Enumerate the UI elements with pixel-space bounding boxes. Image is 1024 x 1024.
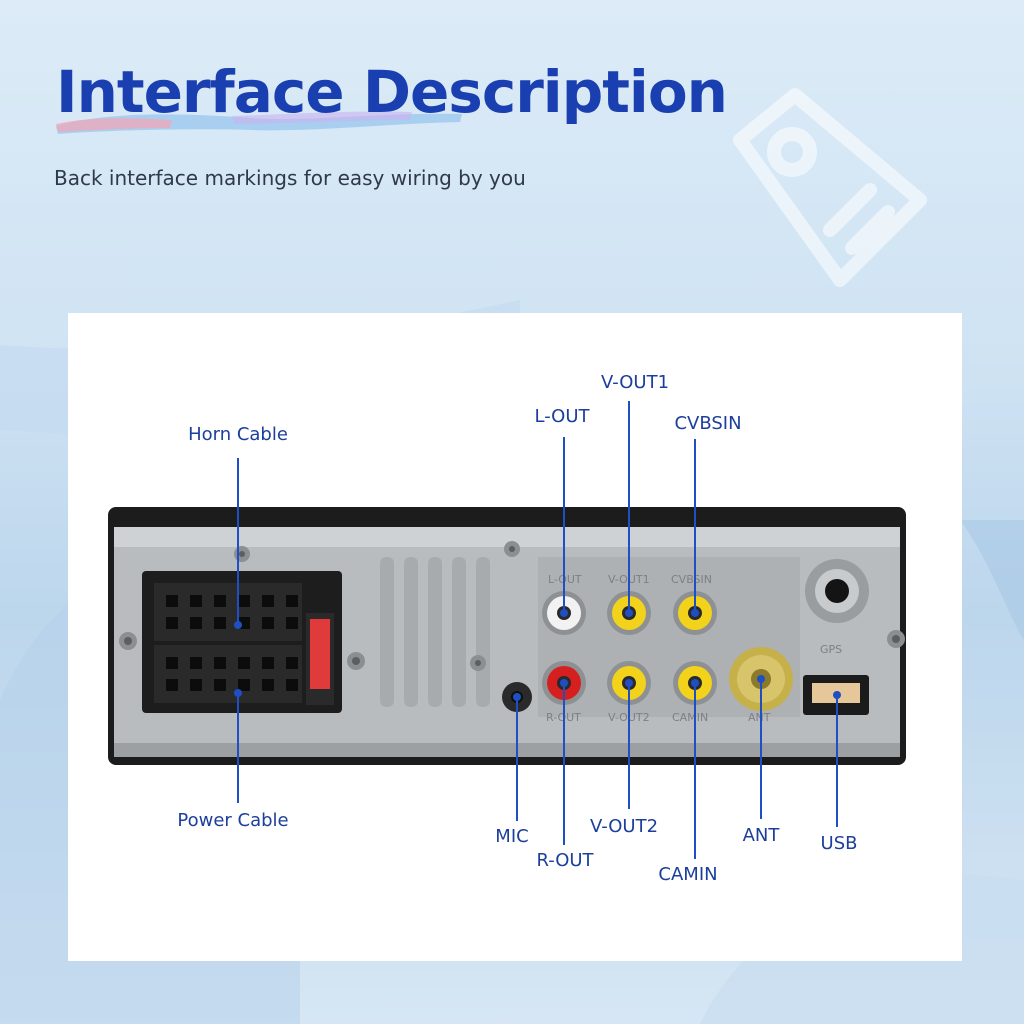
label-horn-cable: Horn Cable: [188, 424, 288, 445]
radio-back-panel: L-OUT V-OUT1 CVBSIN R-OUT V-OUT2 CAMIN A…: [108, 401, 906, 859]
label-v-out2: V-OUT2: [589, 816, 659, 837]
title-brush-stroke: [56, 111, 462, 134]
leader-lines: [234, 401, 841, 859]
silk-ant: ANT: [748, 711, 771, 724]
label-l-out: L-OUT: [534, 406, 590, 427]
device-diagram-panel: L-OUT V-OUT1 CVBSIN R-OUT V-OUT2 CAMIN A…: [68, 313, 962, 961]
label-usb: USB: [820, 833, 858, 854]
page-title: Interface Description: [56, 58, 728, 126]
label-power-cable: Power Cable: [177, 810, 289, 831]
fuse: [310, 619, 330, 689]
label-ant: ANT: [742, 825, 780, 846]
label-r-out: R-OUT: [536, 850, 594, 871]
silk-camin: CAMIN: [672, 711, 708, 724]
plate-ribs: [380, 557, 490, 707]
label-cvbsin: CVBSIN: [674, 413, 742, 434]
price-tag-icon: [733, 88, 927, 287]
label-v-out1: V-OUT1: [600, 372, 670, 393]
label-mic: MIC: [495, 826, 529, 847]
silk-cvbsin: CVBSIN: [671, 573, 712, 586]
silk-gps: GPS: [820, 643, 842, 656]
label-camin: CAMIN: [658, 864, 718, 885]
page-subtitle: Back interface markings for easy wiring …: [54, 166, 526, 190]
